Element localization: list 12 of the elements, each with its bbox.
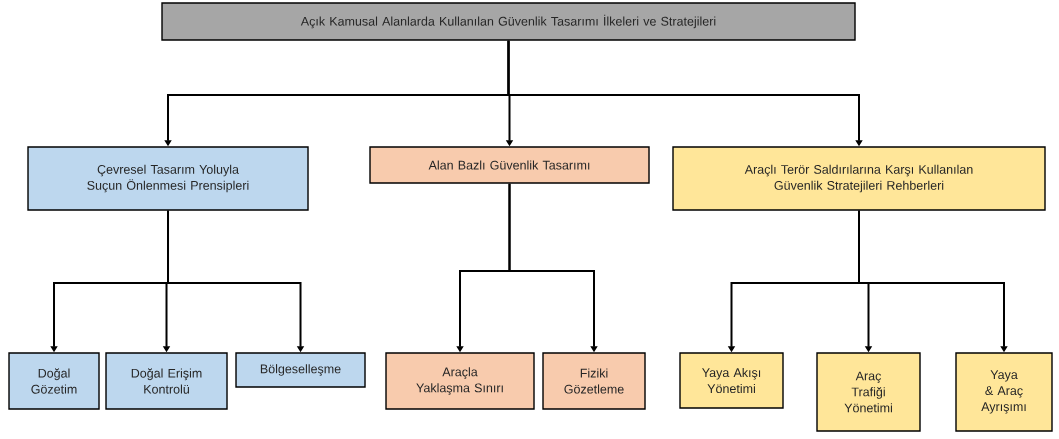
category-box: Araçla Yaklaşma Sınırı bbox=[385, 352, 535, 410]
title-box: Açık Kamusal Alanlarda Kullanılan Güvenlik Tasarımı İlkeleri ve Stratejileri bbox=[161, 2, 856, 41]
category-box: Fiziki Gözetleme bbox=[542, 352, 646, 410]
category-box: Bölgeselleşme bbox=[235, 352, 366, 388]
category-box: Araç Trafiği Yönetimi bbox=[816, 352, 921, 432]
category-box: Doğal Gözetim bbox=[8, 352, 100, 410]
category-box: Çevresel Tasarım Yoluyla Suçun Önlenmesi Prensipleri bbox=[27, 146, 309, 211]
category-box: Doğal Erişim Kontrolü bbox=[105, 352, 228, 410]
category-box: Yaya Akışı Yönetimi bbox=[679, 352, 784, 409]
category-box: Alan Bazlı Güvenlik Tasarımı bbox=[369, 146, 650, 184]
category-box: Araçlı Terör Saldırılarına Karşı Kullanılan Güvenlik Stratejileri Rehberleri bbox=[672, 146, 1046, 211]
category-box: Yaya & Araç Ayrışımı bbox=[955, 352, 1053, 432]
